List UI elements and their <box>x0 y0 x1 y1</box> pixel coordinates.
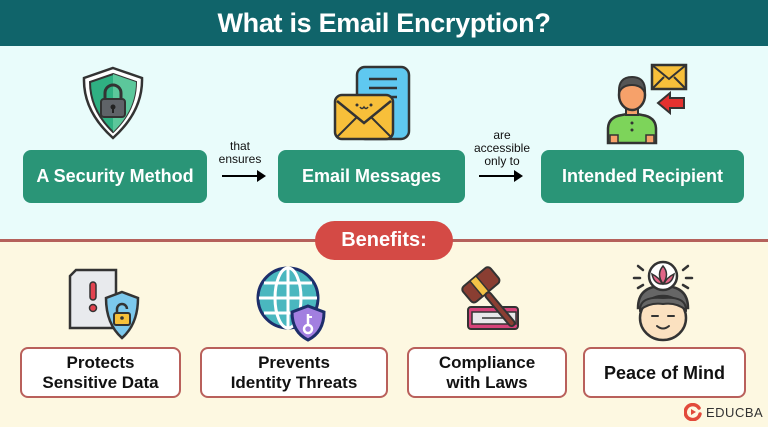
page-title: What is Email Encryption? <box>217 7 551 38</box>
connector-text: ensures <box>218 152 262 166</box>
benefit-prevents-identity-threats: Prevents Identity Threats <box>200 347 388 398</box>
benefits-heading: Benefits: <box>315 221 453 260</box>
connector-text: only to <box>484 154 520 168</box>
header-banner: What is Email Encryption? <box>0 0 768 46</box>
educba-logo-icon <box>684 403 702 421</box>
security-method-box: A Security Method <box>23 150 207 203</box>
connector-label-ensures: that ensures <box>210 140 270 166</box>
benefit-peace-of-mind: Peace of Mind <box>583 347 746 398</box>
brand-name: EDUCBA <box>706 404 764 420</box>
benefit-protects-sensitive-data: Protects Sensitive Data <box>20 347 181 398</box>
calm-face-lotus-icon <box>632 260 694 342</box>
educba-logo: EDUCBA <box>684 403 763 421</box>
benefit-text: Prevents <box>258 352 330 372</box>
connector-text: are <box>493 128 511 142</box>
connector-text: accessible <box>473 141 531 155</box>
arrow-right-icon <box>222 170 266 182</box>
connector-text: that <box>229 139 250 153</box>
connector-label-accessible: are accessible only to <box>464 129 540 168</box>
benefit-text: with Laws <box>446 372 528 392</box>
intended-recipient-box: Intended Recipient <box>541 150 744 203</box>
arrow-right-icon <box>479 170 523 182</box>
globe-key-shield-icon <box>256 266 326 342</box>
recipient-mail-icon <box>606 63 688 145</box>
email-messages-box: Email Messages <box>278 150 465 203</box>
benefit-text: Protects <box>66 352 135 372</box>
benefit-compliance-with-laws: Compliance with Laws <box>407 347 567 398</box>
benefit-text: Peace of Mind <box>603 362 726 383</box>
document-alert-shield-icon <box>68 268 140 340</box>
gavel-book-icon <box>461 266 519 330</box>
email-document-icon <box>333 65 411 141</box>
benefit-text: Compliance <box>438 352 536 372</box>
shield-lock-icon <box>82 66 144 140</box>
benefit-text: Identity Threats <box>230 372 358 392</box>
benefit-text: Sensitive Data <box>42 372 159 392</box>
